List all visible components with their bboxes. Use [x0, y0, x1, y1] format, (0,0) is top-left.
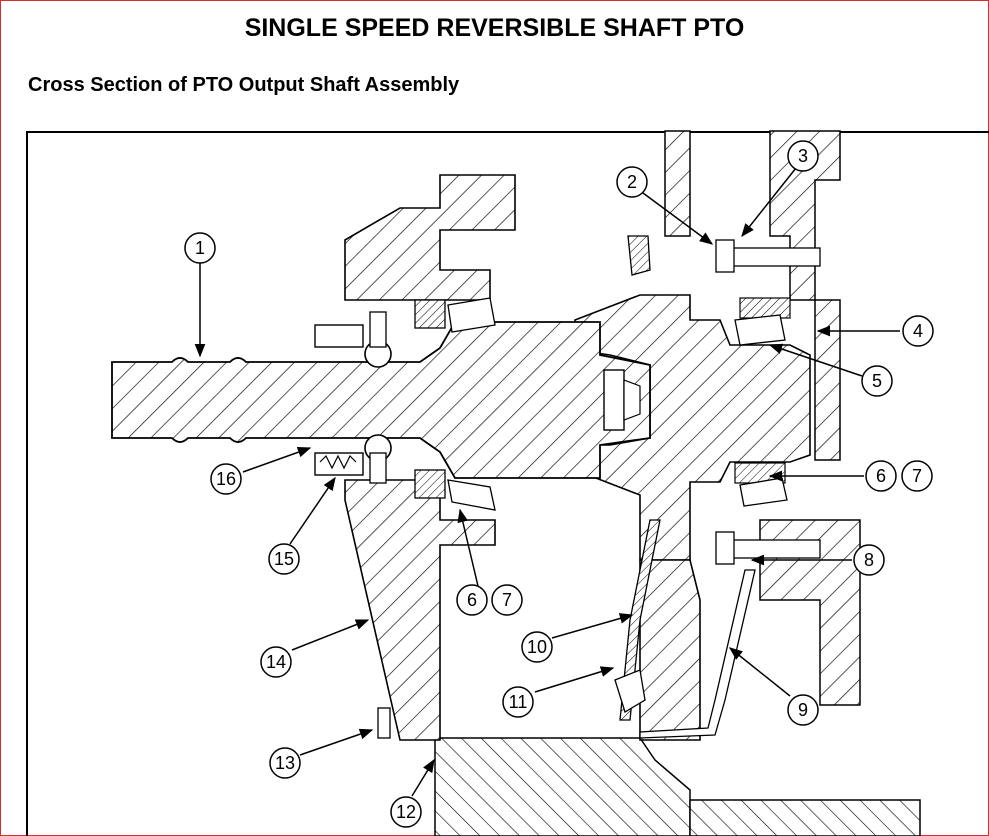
rear-cover-plate — [664, 130, 861, 706]
callout-6-right: 6 — [865, 460, 897, 492]
callout-3: 3 — [787, 140, 819, 172]
svg-text:16: 16 — [216, 469, 236, 489]
callout-11: 11 — [502, 686, 534, 718]
svg-text:3: 3 — [798, 146, 808, 166]
callout-2: 2 — [616, 166, 648, 198]
callout-9: 9 — [787, 694, 819, 726]
callout-14: 14 — [260, 646, 292, 678]
svg-text:13: 13 — [275, 753, 295, 773]
svg-text:1: 1 — [195, 238, 205, 258]
svg-text:7: 7 — [502, 590, 512, 610]
front-bearings — [414, 297, 496, 511]
callout-13: 13 — [269, 747, 301, 779]
callout-1: 1 — [184, 232, 216, 264]
callout-15: 15 — [268, 543, 300, 575]
callout-5: 5 — [861, 365, 893, 397]
svg-text:4: 4 — [913, 321, 923, 341]
svg-text:6: 6 — [876, 466, 886, 486]
callout-10: 10 — [521, 631, 553, 663]
page-title: SINGLE SPEED REVERSIBLE SHAFT PTO — [244, 14, 745, 42]
svg-text:8: 8 — [864, 550, 874, 570]
callout-12: 12 — [390, 796, 422, 828]
svg-text:7: 7 — [912, 466, 922, 486]
callout-4: 4 — [902, 315, 934, 347]
svg-text:14: 14 — [266, 652, 286, 672]
svg-text:15: 15 — [274, 549, 294, 569]
bolts — [377, 239, 821, 739]
svg-text:6: 6 — [467, 590, 477, 610]
callout-7-right: 7 — [901, 460, 933, 492]
svg-text:9: 9 — [798, 700, 808, 720]
svg-text:10: 10 — [527, 637, 547, 657]
callout-circles: 1 2 3 4 5 6 7 6 7 8 9 10 11 12 13 14 15 … — [184, 140, 934, 828]
svg-text:5: 5 — [872, 371, 882, 391]
svg-text:2: 2 — [627, 172, 637, 192]
callout-leaders — [194, 167, 900, 797]
callout-6-left: 6 — [456, 584, 488, 616]
collar-and-spring — [314, 311, 387, 484]
callout-7-left: 7 — [491, 584, 523, 616]
housing-lower-right — [434, 737, 921, 836]
front-housing — [344, 174, 516, 741]
callout-8: 8 — [853, 544, 885, 576]
callout-16: 16 — [210, 463, 242, 495]
diagram-frame — [26, 131, 989, 836]
output-shaft — [111, 321, 651, 479]
page-subtitle: Cross Section of PTO Output Shaft Assemb… — [28, 74, 460, 96]
svg-text:11: 11 — [509, 692, 528, 712]
svg-text:12: 12 — [396, 802, 416, 822]
